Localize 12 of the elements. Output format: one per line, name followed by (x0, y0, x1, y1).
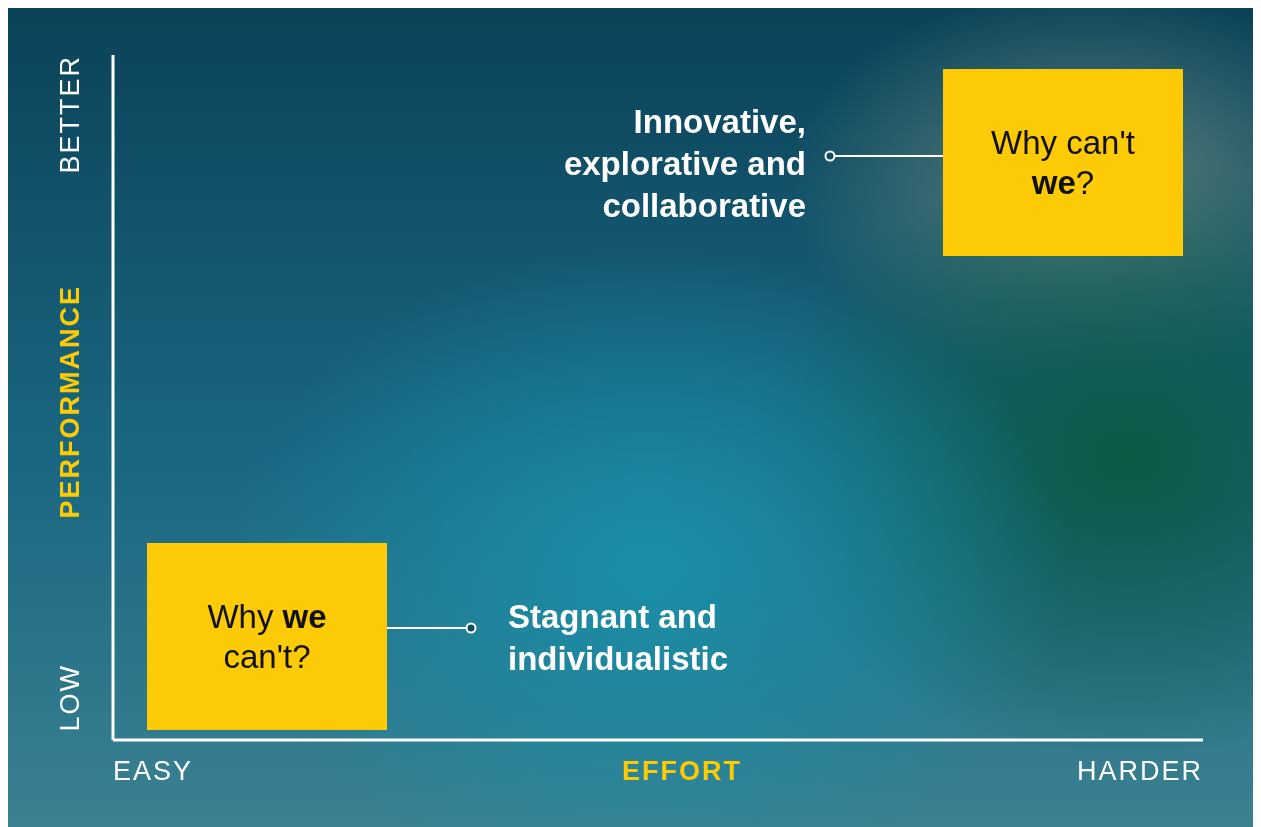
annotation-text: Innovative, explorative and collaborative (526, 101, 806, 229)
axis-tick-label: LOW (55, 664, 86, 732)
sticky-note: Why can't we? (943, 69, 1183, 256)
axis-title: EFFORT (622, 756, 742, 787)
sticky-note: Why we can't? (147, 543, 387, 730)
axis-tick-label: BETTER (55, 55, 86, 174)
axis-tick-label: HARDER (1077, 756, 1203, 787)
axis-tick-label: EASY (113, 756, 194, 787)
axis-title: PERFORMANCE (55, 285, 86, 519)
leader-line (824, 150, 944, 162)
leader-line (386, 622, 477, 634)
annotation-text: Stagnant and individualistic (508, 596, 788, 682)
